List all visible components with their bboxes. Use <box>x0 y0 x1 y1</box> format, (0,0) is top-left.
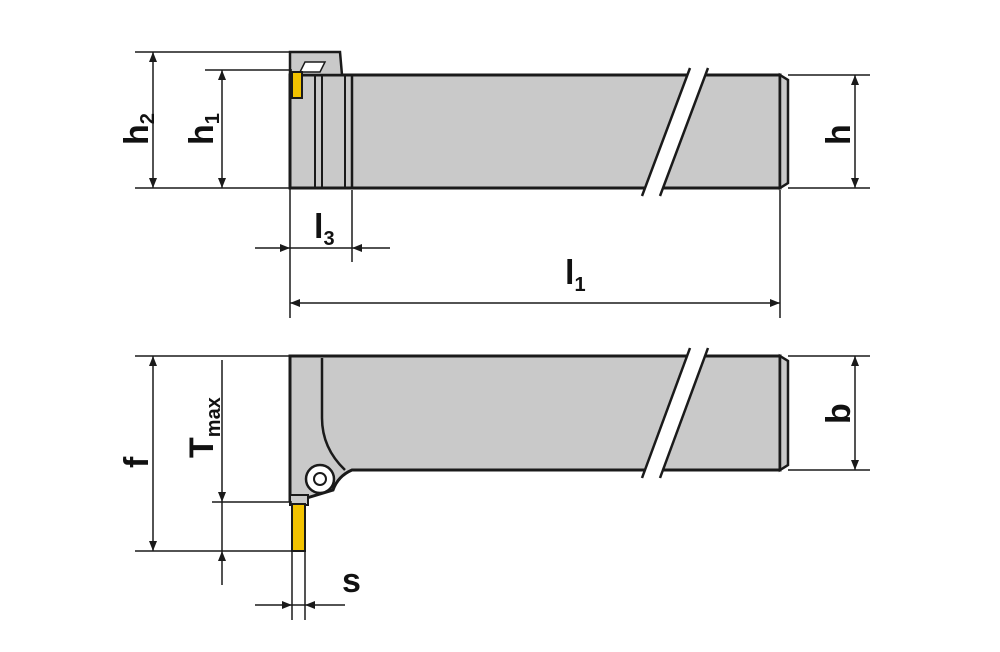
bottom-view <box>288 347 790 552</box>
label-h1-sub: 1 <box>202 113 224 124</box>
label-h1: h <box>183 124 221 145</box>
label-l3: l <box>314 208 323 246</box>
dimension-h: h <box>820 75 859 188</box>
insert-top <box>291 71 303 99</box>
label-f: f <box>118 456 156 468</box>
break-gap-top <box>642 68 708 196</box>
label-b: b <box>820 403 858 424</box>
top-view <box>288 50 790 197</box>
dimension-h2: h2 <box>118 52 159 188</box>
svg-text:l3: l3 <box>314 208 335 250</box>
shank-end-bottom <box>778 353 790 473</box>
label-l1: l <box>565 254 574 292</box>
dimension-tmax: Tmax <box>183 360 226 585</box>
svg-text:Tmax: Tmax <box>183 397 225 458</box>
dimension-b: b <box>820 356 859 470</box>
label-h2: h <box>118 124 156 145</box>
svg-text:h2: h2 <box>118 113 159 145</box>
svg-text:h1: h1 <box>183 113 224 145</box>
label-tmax: T <box>183 437 221 458</box>
shank-top-view <box>288 354 782 502</box>
dimension-f: f <box>118 356 157 551</box>
break-gap-bottom <box>642 348 708 478</box>
shank-side <box>288 73 782 190</box>
label-s: s <box>342 562 361 600</box>
shank-end-top <box>778 72 790 191</box>
label-h: h <box>820 124 858 145</box>
dimension-h1: h1 <box>183 70 226 188</box>
label-l1-sub: 1 <box>574 274 585 296</box>
insert-bottom <box>291 503 306 552</box>
label-l3-sub: 3 <box>323 228 334 250</box>
label-tmax-sub: max <box>203 397 225 437</box>
svg-text:l1: l1 <box>565 254 586 296</box>
label-h2-sub: 2 <box>137 113 159 124</box>
